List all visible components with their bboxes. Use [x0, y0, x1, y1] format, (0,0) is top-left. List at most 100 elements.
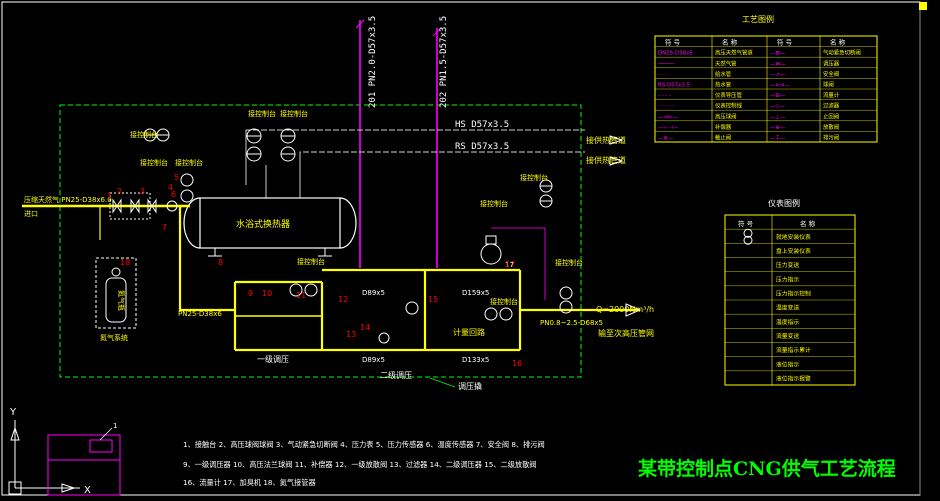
instrument-legend-header: 符 号	[738, 219, 754, 228]
process-legend-cell: 过滤器	[823, 102, 840, 110]
process-legend-cell: —⊲⊳—	[658, 114, 678, 120]
exchanger-label: 水浴式换热器	[236, 218, 290, 230]
callout-7: 7	[162, 223, 167, 232]
process-legend-cell: —⊠—	[770, 51, 786, 57]
instrument-legend-name: 液位指示	[776, 360, 799, 368]
callout-17: 17	[505, 260, 515, 269]
process-legend-header: 名 称	[830, 38, 846, 47]
nitrogen-system	[95, 257, 137, 329]
odorizer-num: 17	[505, 261, 514, 269]
process-legend-cell: 安全阀	[823, 70, 839, 78]
process-legend-cell: 流量计	[823, 91, 840, 99]
callout-15: 15	[428, 295, 438, 304]
to-hs-label: 接供热管道	[586, 135, 626, 145]
instrument-legend-name: 温度指示	[776, 318, 799, 326]
instrument-legend: 仪表图例 符 号名 称就地安装仪表盘上安装仪表压力变送压力指示压力指示控制温度变…	[724, 198, 856, 386]
note-line-3: 16、流量计 17、加臭机 18、氮气接管器	[183, 478, 316, 487]
callout-9: 9	[248, 289, 253, 298]
process-legend-cell: 补偿器	[715, 123, 732, 131]
nitrogen-label: 氮气瓶	[117, 290, 126, 311]
instrument-legend-name: 盘上安装仪表	[776, 247, 811, 255]
remote-label-10: 接控制台	[490, 297, 518, 306]
process-legend-title: 工艺图例	[742, 14, 774, 24]
callout-10: 10	[262, 289, 272, 298]
remote-label-5: 接控制台	[175, 158, 203, 167]
process-legend-cell: 放散阀	[823, 123, 839, 131]
callout-3: 3	[140, 187, 145, 196]
process-legend-cell: 气动紧急切断阀	[823, 49, 861, 57]
process-legend-cell: 截止阀	[715, 134, 731, 142]
instrument-legend-name: 流量指示累计	[776, 346, 811, 354]
outlet-label: 输至次高压管网	[598, 328, 654, 338]
metering-label: 计量回路	[453, 327, 485, 337]
d89-label-b: D89x5	[362, 356, 385, 364]
callout-18: 18	[120, 258, 130, 267]
callout-1: 1	[107, 191, 112, 200]
skid-frame	[59, 104, 582, 378]
to-rs-label: 接供热管道	[586, 155, 626, 165]
remote-label-3: 接控制台	[130, 130, 158, 139]
process-legend-cell: —◇—	[770, 104, 786, 110]
process-legend-cell: —⊕—	[770, 125, 786, 131]
nitrogen-sys-label: 氮气系统	[100, 333, 128, 342]
callout-11: 11	[296, 291, 306, 300]
instrument-legend-name: 液位指示报警	[776, 374, 811, 382]
riser-202-label: 202 PN1.5-D57x3.5	[439, 16, 449, 108]
callout-8: 8	[218, 258, 223, 267]
instrument-legend-name: 就地安装仪表	[776, 233, 811, 241]
process-legend-cell: ─────	[657, 61, 675, 67]
callout-12: 12	[338, 295, 348, 304]
instrument-legend-title: 仪表图例	[768, 198, 800, 208]
process-legend-cell: —↧—	[770, 136, 786, 142]
hs-label: HS D57x3.5	[455, 120, 509, 130]
process-legend-cell: —⊳⊲—	[770, 83, 790, 89]
process-legend-cell: 热水管	[715, 81, 732, 89]
instrument-legend-name: 温度变送	[776, 304, 799, 312]
instrument-legend-name: 流量变送	[776, 332, 799, 340]
process-legend-cell: 天然气管	[715, 59, 737, 67]
process-legend-cell: DN25-D38x6	[658, 51, 693, 57]
callout-16: 16	[512, 359, 522, 368]
callout-4: 4	[168, 183, 173, 192]
callout-5: 5	[174, 173, 179, 182]
remote-label-9: 接控制台	[297, 257, 325, 266]
remote-label-4: 接控制台	[140, 158, 168, 167]
process-legend-cell: 高压天然气管道	[715, 49, 753, 57]
inlet-label-2: 进口	[24, 210, 38, 218]
callout-14: 14	[360, 323, 370, 332]
heat-exchanger: 水浴式换热器	[183, 197, 357, 257]
main-line	[178, 206, 235, 312]
outlet-spec: PN0.8~2.5-D68x5	[540, 319, 603, 327]
inlet-label: 压缩天然气 PN25-D38x6.0	[24, 195, 112, 204]
tag-box: 1	[47, 422, 121, 496]
process-legend-cell: —⊥—	[770, 114, 786, 120]
page-title: 某带控制点CNG供气工艺流程	[638, 457, 896, 480]
process-legend-cell: 给水管	[715, 70, 732, 78]
instrument-legend-name: 压力指示	[776, 275, 799, 283]
d133-label: D133x5	[462, 356, 489, 364]
process-legend-cell: —↗—	[770, 72, 786, 78]
skid-label: 调压撬	[458, 381, 482, 391]
rs-label: RS D57x3.5	[455, 142, 509, 152]
process-legend-cell: —⊗—	[658, 136, 674, 142]
remote-label-2: 接控制台	[280, 109, 308, 118]
instrument-legend-name: 压力指示控制	[776, 289, 811, 297]
ucs-icon: Y X	[8, 407, 91, 496]
stage2-label: 二级调压	[380, 370, 412, 380]
process-legend-cell: 仪表导压管	[715, 91, 743, 99]
rs-line	[299, 151, 585, 165]
remote-label-8: 接控制台	[555, 258, 583, 267]
note-line-2: 9、一级调压器 10、高压法兰球阀 11、补偿器 12、一级放散阀 13、过滤器…	[183, 460, 536, 469]
process-legend-header: 符 号	[665, 38, 681, 47]
instrument-legend-header: 名 称	[800, 219, 816, 228]
process-legend-cell: - - -	[658, 72, 667, 78]
d89-label-a: D89x5	[362, 289, 385, 297]
process-legend-cell: 高压球阀	[715, 112, 737, 120]
note-line-1: 1、接触台 2、高压球阀球阀 3、气动紧急切断阀 4、压力表 5、压力传感器 6…	[183, 440, 545, 449]
remote-label-1: 接控制台	[248, 109, 276, 118]
ucs-y: Y	[9, 407, 17, 418]
callout-13: 13	[346, 330, 356, 339]
